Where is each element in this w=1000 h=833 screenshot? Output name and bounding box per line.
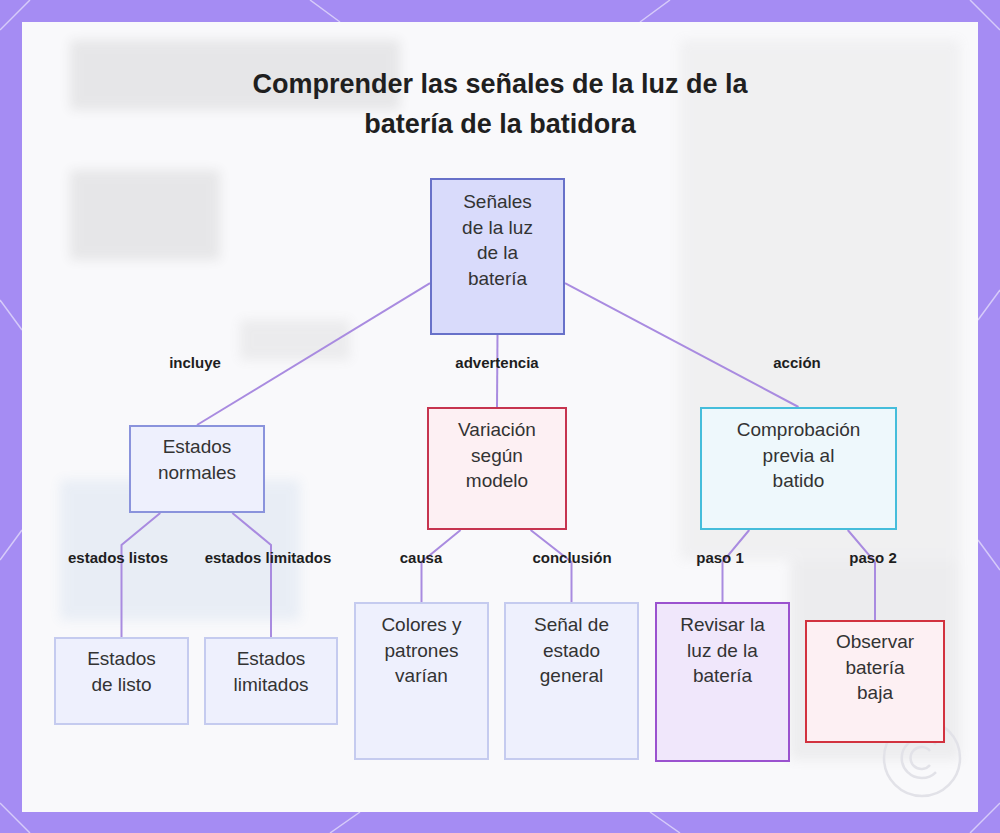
concept-box: Estados limitados (204, 637, 338, 725)
connector-line (422, 530, 461, 602)
node-label: Estados limitados (230, 646, 312, 697)
node-label: Revisar la luz de la batería (671, 612, 774, 689)
connector-line (565, 283, 799, 407)
node-label: Variación según modelo (443, 417, 551, 494)
node-label: Estados normales (141, 434, 253, 485)
concept-box: Revisar la luz de la batería (655, 602, 790, 762)
node-label: Comprobación previa al batido (736, 417, 861, 494)
concept-box: Estados normales (129, 425, 265, 513)
node-label: Colores y patrones varían (370, 612, 473, 689)
connector-line (496, 335, 499, 407)
node-label: Señales de la luz de la batería (454, 189, 541, 291)
connector-line (723, 530, 750, 602)
edge-label: causa (400, 549, 443, 566)
edge-label: estados listos (68, 549, 168, 566)
blurred-background (60, 40, 960, 760)
node-label: Señal de estado general (530, 612, 613, 689)
connector-line (232, 513, 271, 637)
connector-line (197, 283, 430, 425)
edge-label: acción (773, 354, 821, 371)
content-panel (22, 22, 978, 812)
concept-box: Comprobación previa al batido (700, 407, 897, 530)
edge-label: incluye (169, 354, 221, 371)
edge-label: paso 1 (696, 549, 744, 566)
edge-label: conclusión (532, 549, 611, 566)
concept-box: Colores y patrones varían (354, 602, 489, 760)
connector-line (122, 513, 161, 637)
connector-line (531, 530, 572, 602)
edge-label: paso 2 (849, 549, 897, 566)
node-label: Estados de listo (80, 646, 163, 697)
concept-box: Estados de listo (54, 637, 189, 725)
diagram-title: Comprender las señales de la luz de la b… (220, 64, 780, 144)
concept-box: Variación según modelo (427, 407, 567, 530)
edge-label: advertencia (455, 354, 538, 371)
concept-box: Señal de estado general (504, 602, 639, 760)
edge-label: estados limitados (205, 549, 332, 566)
connector-line (848, 530, 875, 620)
node-label: Observar batería baja (831, 629, 919, 706)
concept-box: Señales de la luz de la batería (430, 178, 565, 335)
concept-box: Observar batería baja (805, 620, 945, 743)
